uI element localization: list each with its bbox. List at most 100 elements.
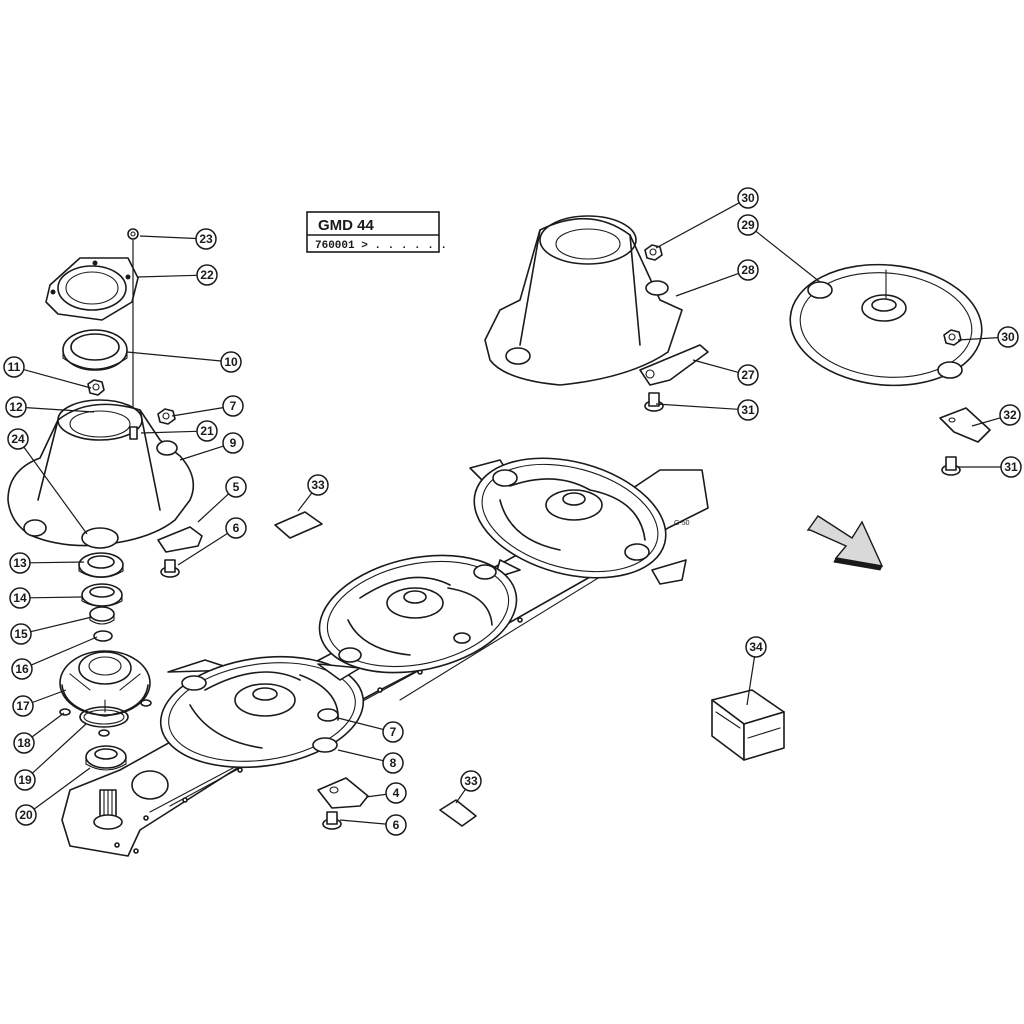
callout-number: 19 [18,773,32,787]
callout-number: 9 [230,436,237,450]
callout-number: 20 [19,808,33,822]
leader-line-c30a [655,202,740,249]
callout-circle [195,228,217,250]
callout-circle [307,474,329,496]
callout-c11: 11 [3,356,25,378]
leader-line-c27 [692,359,739,373]
leader-line-c10 [126,351,222,362]
callout-number: 32 [1003,408,1017,422]
callout-c5: 5 [225,476,247,498]
callout-number: 33 [311,478,325,492]
callout-c7b: 7 [382,721,404,743]
callout-circle [10,623,32,645]
callout-c27: 27 [737,364,759,386]
o-rings-18 [59,699,152,716]
callout-c31a: 31 [737,399,759,421]
leader-line-c5 [197,493,230,523]
callout-c6a: 6 [225,517,247,539]
bolt-31-right [941,456,961,476]
leader-line-c28 [675,272,739,297]
callout-number: 18 [17,736,31,750]
callout-circle [7,428,29,450]
nut-7-left [157,408,176,425]
nut-11 [87,379,105,396]
leader-line-c21 [140,430,198,434]
spacer-15 [89,606,115,625]
callout-number: 29 [741,218,755,232]
cutting-disc-rear [469,457,687,585]
callout-number: 14 [13,591,27,605]
leader-line-c12 [25,407,95,413]
callout-c34: 34 [745,636,767,658]
cutting-disc-front [159,655,365,769]
leader-line-c8 [337,749,384,762]
callout-c31b: 31 [1000,456,1022,478]
callout-number: 13 [13,556,27,570]
callout-number: 31 [741,403,755,417]
callout-number: 15 [14,627,28,641]
callout-circle [737,399,759,421]
callout-number: 31 [1004,460,1018,474]
leader-line-c19 [31,723,87,774]
callout-c24: 24 [7,428,29,450]
callout-leaders [23,202,1001,825]
callout-c13: 13 [9,552,31,574]
callout-number: 21 [200,424,214,438]
hub-17 [59,650,151,717]
bolt-31-upper [644,392,664,412]
callout-circle [225,517,247,539]
leader-line-c34 [746,656,756,706]
leader-line-c4 [365,793,387,798]
serial-range: 760001 > . . . . . . [315,240,447,252]
callout-number: 7 [390,725,397,739]
callout-c29: 29 [737,214,759,236]
leader-line-c17 [32,689,67,704]
leader-line-c7a [171,407,224,417]
callout-c17: 17 [12,695,34,717]
callout-c28: 28 [737,259,759,281]
callout-number: 6 [233,521,240,535]
callout-circle [737,364,759,386]
callout-circle [737,259,759,281]
callout-circle [5,396,27,418]
leader-line-c22 [136,274,198,278]
callout-c20: 20 [15,804,37,826]
leader-line-c11 [23,369,92,389]
bearing-13 [78,552,124,579]
callout-c22: 22 [196,264,218,286]
callout-c12: 12 [5,396,27,418]
nut-23 [127,228,139,240]
callout-number: 17 [16,699,30,713]
leader-line-c6b [339,819,387,825]
leader-line-c18 [31,712,65,738]
leader-line-c9 [179,445,224,461]
blade-27 [639,344,709,386]
callout-circle [225,476,247,498]
callout-circle [9,587,31,609]
bolt-6-left [160,559,180,578]
callout-circle [382,721,404,743]
model-name: GMD 44 [318,217,375,234]
callout-circle [196,264,218,286]
flange-plate-22 [45,257,139,321]
callout-number: 34 [749,640,763,654]
callout-number: 28 [741,263,755,277]
callout-c33b: 33 [460,770,482,792]
callout-c9: 9 [222,432,244,454]
callout-c33a: 33 [307,474,329,496]
callout-circle [460,770,482,792]
cutting-disc-middle [317,554,521,681]
bolt-21 [129,426,138,440]
housing-cone-28 [484,215,683,386]
bearing-14 [81,583,123,608]
callout-number: 30 [1001,330,1015,344]
callout-circle [385,814,407,836]
leader-line-c14 [29,596,83,599]
callout-circle [1000,456,1022,478]
callout-number: 8 [390,756,397,770]
knife-33-upper [274,511,323,539]
callout-number: 16 [15,662,29,676]
callout-circle [13,732,35,754]
callout-circle [382,752,404,774]
